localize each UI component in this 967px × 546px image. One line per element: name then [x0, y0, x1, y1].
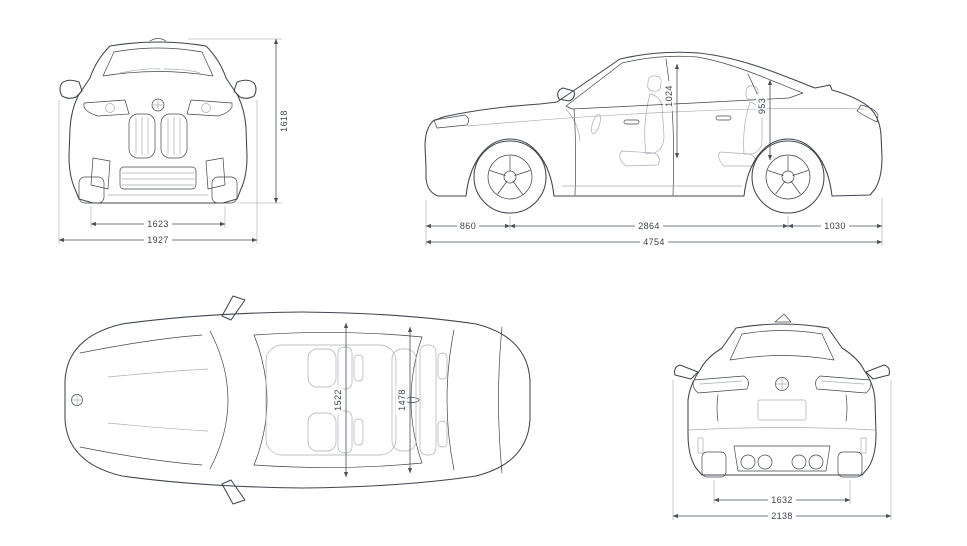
side-mirror — [557, 87, 575, 102]
bumper-crease — [688, 427, 876, 431]
car-body-outline — [68, 41, 248, 204]
center-air-intake — [119, 166, 197, 190]
right-kidney-grille — [160, 113, 188, 159]
car-rear-drawing — [674, 313, 890, 478]
rear-track-dimension: 1632 — [713, 480, 851, 506]
front-headroom-dimension: 1024 — [663, 63, 680, 159]
panorama-roof — [265, 344, 397, 456]
left-side-intake — [90, 157, 111, 190]
front-door-handle — [623, 119, 640, 125]
brand-roundel-cross — [151, 98, 165, 112]
front-wheel — [473, 140, 547, 214]
license-plate-recess — [757, 399, 807, 421]
left-mirror-top — [221, 295, 246, 321]
side-view: 1024 953 860 2864 1030 4754 — [424, 51, 883, 248]
right-mirror-top — [221, 479, 246, 505]
headlight — [433, 114, 469, 129]
left-taillight — [692, 375, 749, 394]
top-view: 1522 1478 — [64, 295, 531, 505]
exhaust-tip — [740, 454, 756, 470]
rear-shoulder-label: 1478 — [397, 389, 407, 411]
roof-antenna-icon — [404, 397, 420, 403]
overall-width-dimension: 1927 — [58, 100, 258, 246]
left-mirror — [59, 79, 83, 99]
right-side-intake — [205, 157, 226, 190]
left-headlight-ring — [105, 103, 115, 113]
rear-wheel — [751, 140, 825, 214]
rear-right-tire — [837, 451, 863, 478]
front-headroom-label: 1024 — [664, 85, 674, 107]
side-windows — [565, 55, 804, 110]
right-headlight-ring — [201, 103, 211, 113]
length-dimensions: 860 2864 1030 4754 — [425, 198, 883, 248]
rear-shoulder-dimension: 1478 — [396, 326, 413, 474]
car-body-outline — [64, 311, 531, 489]
front-view: 1618 1623 1927 — [58, 38, 289, 246]
shark-fin-antenna-icon — [774, 313, 792, 323]
track-width-dimension: 1623 — [90, 206, 226, 230]
front-shoulder-label: 1522 — [333, 389, 343, 411]
left-mirror — [674, 364, 699, 380]
brand-roundel-cross — [775, 377, 789, 391]
height-dimension-label: 1618 — [279, 110, 289, 132]
car-side-drawing — [424, 51, 883, 214]
intake-mesh — [121, 172, 195, 186]
rear-diffuser — [733, 445, 831, 472]
taillight-details — [699, 380, 865, 385]
right-mirror — [233, 79, 257, 99]
rear-left-tire — [701, 451, 727, 478]
roof-side-edges — [253, 332, 423, 468]
car-body-outline — [687, 323, 877, 476]
rear-headroom-label: 953 — [757, 98, 767, 114]
exhaust-tip — [757, 454, 773, 470]
right-reflector — [860, 437, 867, 454]
windshield-base-arc — [209, 330, 229, 470]
roof-front-edge — [253, 334, 268, 466]
rear-track-label: 1632 — [771, 495, 793, 505]
rear-width-label: 2138 — [771, 511, 793, 521]
rear-view: 1632 2138 — [672, 313, 892, 522]
windshield — [102, 47, 214, 77]
right-headlight — [186, 99, 233, 117]
seats-top — [307, 344, 448, 456]
right-taillight — [815, 375, 872, 394]
left-reflector — [697, 437, 704, 454]
front-shoulder-dimension: 1522 — [332, 322, 349, 478]
trunk-lid-line — [446, 329, 455, 471]
exhaust-tip — [791, 454, 807, 470]
taillight — [856, 104, 879, 123]
front-overhang-label: 860 — [460, 221, 476, 231]
brand-roundel-cross — [71, 394, 83, 406]
tailgate-seams — [716, 394, 848, 422]
window-pillars — [665, 58, 761, 106]
grille-slats — [135, 116, 181, 156]
wipers — [119, 68, 201, 74]
rear-width-dimension: 2138 — [672, 380, 892, 522]
car-top-drawing — [64, 295, 531, 505]
car-front-drawing — [59, 38, 257, 204]
wheelbase-label: 2864 — [638, 221, 660, 231]
overall-length-label: 4754 — [643, 237, 665, 247]
hood-cut-lines — [79, 334, 203, 466]
rear-door-handle — [715, 115, 732, 121]
rear-headroom-dimension: 953 — [756, 79, 773, 161]
left-headlight — [83, 99, 130, 117]
roof-antenna-icon — [149, 38, 167, 42]
exhaust-tip — [808, 454, 824, 470]
rear-window — [729, 330, 835, 361]
car-body-outline — [424, 51, 883, 197]
spoiler-line — [498, 326, 503, 474]
character-line — [467, 108, 865, 127]
hood-creases — [107, 368, 209, 432]
track-width-label: 1623 — [147, 219, 169, 229]
overall-width-label: 1927 — [147, 235, 169, 245]
rear-overhang-label: 1030 — [824, 221, 846, 231]
right-mirror — [865, 364, 890, 380]
height-dimension: 1618 — [188, 38, 289, 204]
left-kidney-grille — [128, 113, 156, 159]
